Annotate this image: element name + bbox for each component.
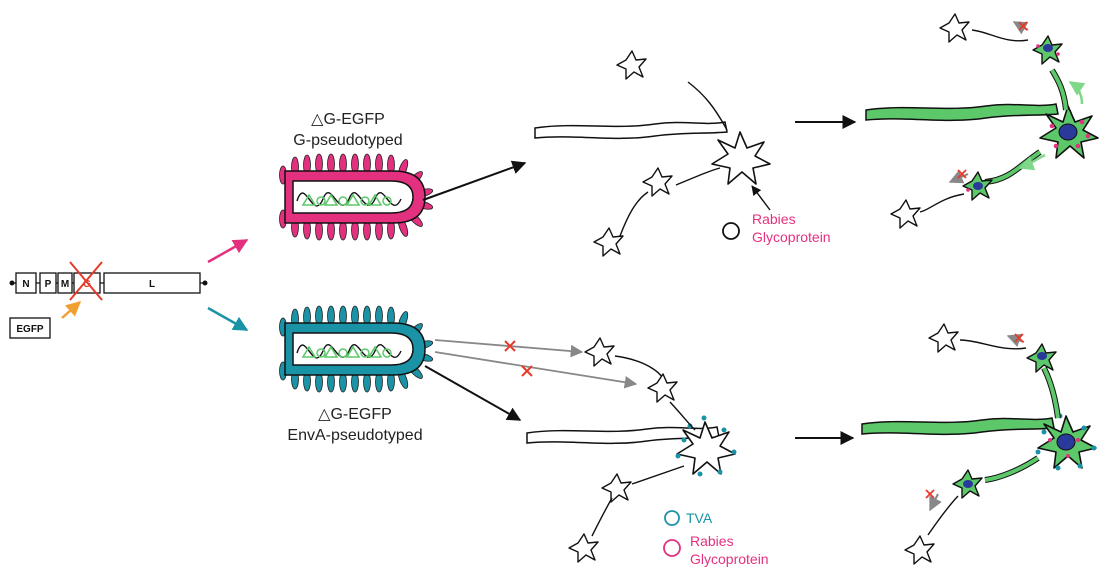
branch-arrow-bottom — [207, 306, 249, 332]
legend-top-glyco-line1: Rabies — [752, 211, 796, 227]
virus-bottom-title: △G-EGFP — [318, 406, 392, 423]
block-cross-icon — [504, 340, 533, 377]
branch-arrow-top — [207, 238, 249, 264]
gene-m-label: M — [61, 279, 69, 290]
legend-bottom: TVA Rabies Glycoprotein — [663, 510, 769, 567]
virus-bottom: △G-EGFP EnvA-pseudotyped — [278, 305, 435, 444]
circuit-top-initial — [534, 50, 771, 257]
circuit-bottom-infected — [861, 323, 1097, 565]
infect-arrow-bottom — [424, 365, 522, 421]
blocked-arrow-2 — [434, 351, 638, 389]
legend-bottom-glyco-line1: Rabies — [690, 533, 734, 549]
legend-tva-label: TVA — [686, 510, 713, 526]
gene-n-label: N — [22, 279, 29, 290]
rabies-genome: N P M G L EGFP — [9, 261, 208, 339]
legend-top-glyco-line2: Glycoprotein — [752, 229, 831, 245]
virus-top-title: △G-EGFP — [311, 111, 385, 128]
egfp-insert-label: EGFP — [16, 324, 44, 335]
virus-top: △G-EGFP G-pseudotyped — [278, 111, 435, 241]
gene-p-label: P — [45, 279, 52, 290]
blocked-arrow-1 — [434, 339, 584, 358]
gene-l-label: L — [149, 279, 155, 290]
circuit-bottom-initial — [526, 337, 737, 563]
tva-marker-icon — [664, 510, 680, 526]
glycoprotein-marker-icon — [722, 222, 740, 240]
g-deletion-cross-icon — [69, 261, 103, 301]
legend-bottom-glyco-line2: Glycoprotein — [690, 551, 769, 567]
insert-arrow — [61, 301, 82, 319]
virus-top-subtitle: G-pseudotyped — [293, 132, 402, 149]
virus-bottom-subtitle: EnvA-pseudotyped — [287, 427, 422, 444]
legend-top: Rabies Glycoprotein — [722, 211, 831, 245]
glycoprotein-marker-icon-bottom — [663, 539, 681, 557]
infect-arrow-top — [422, 160, 527, 201]
circuit-top-infected — [865, 13, 1099, 229]
gene-g-label: G — [83, 279, 91, 290]
